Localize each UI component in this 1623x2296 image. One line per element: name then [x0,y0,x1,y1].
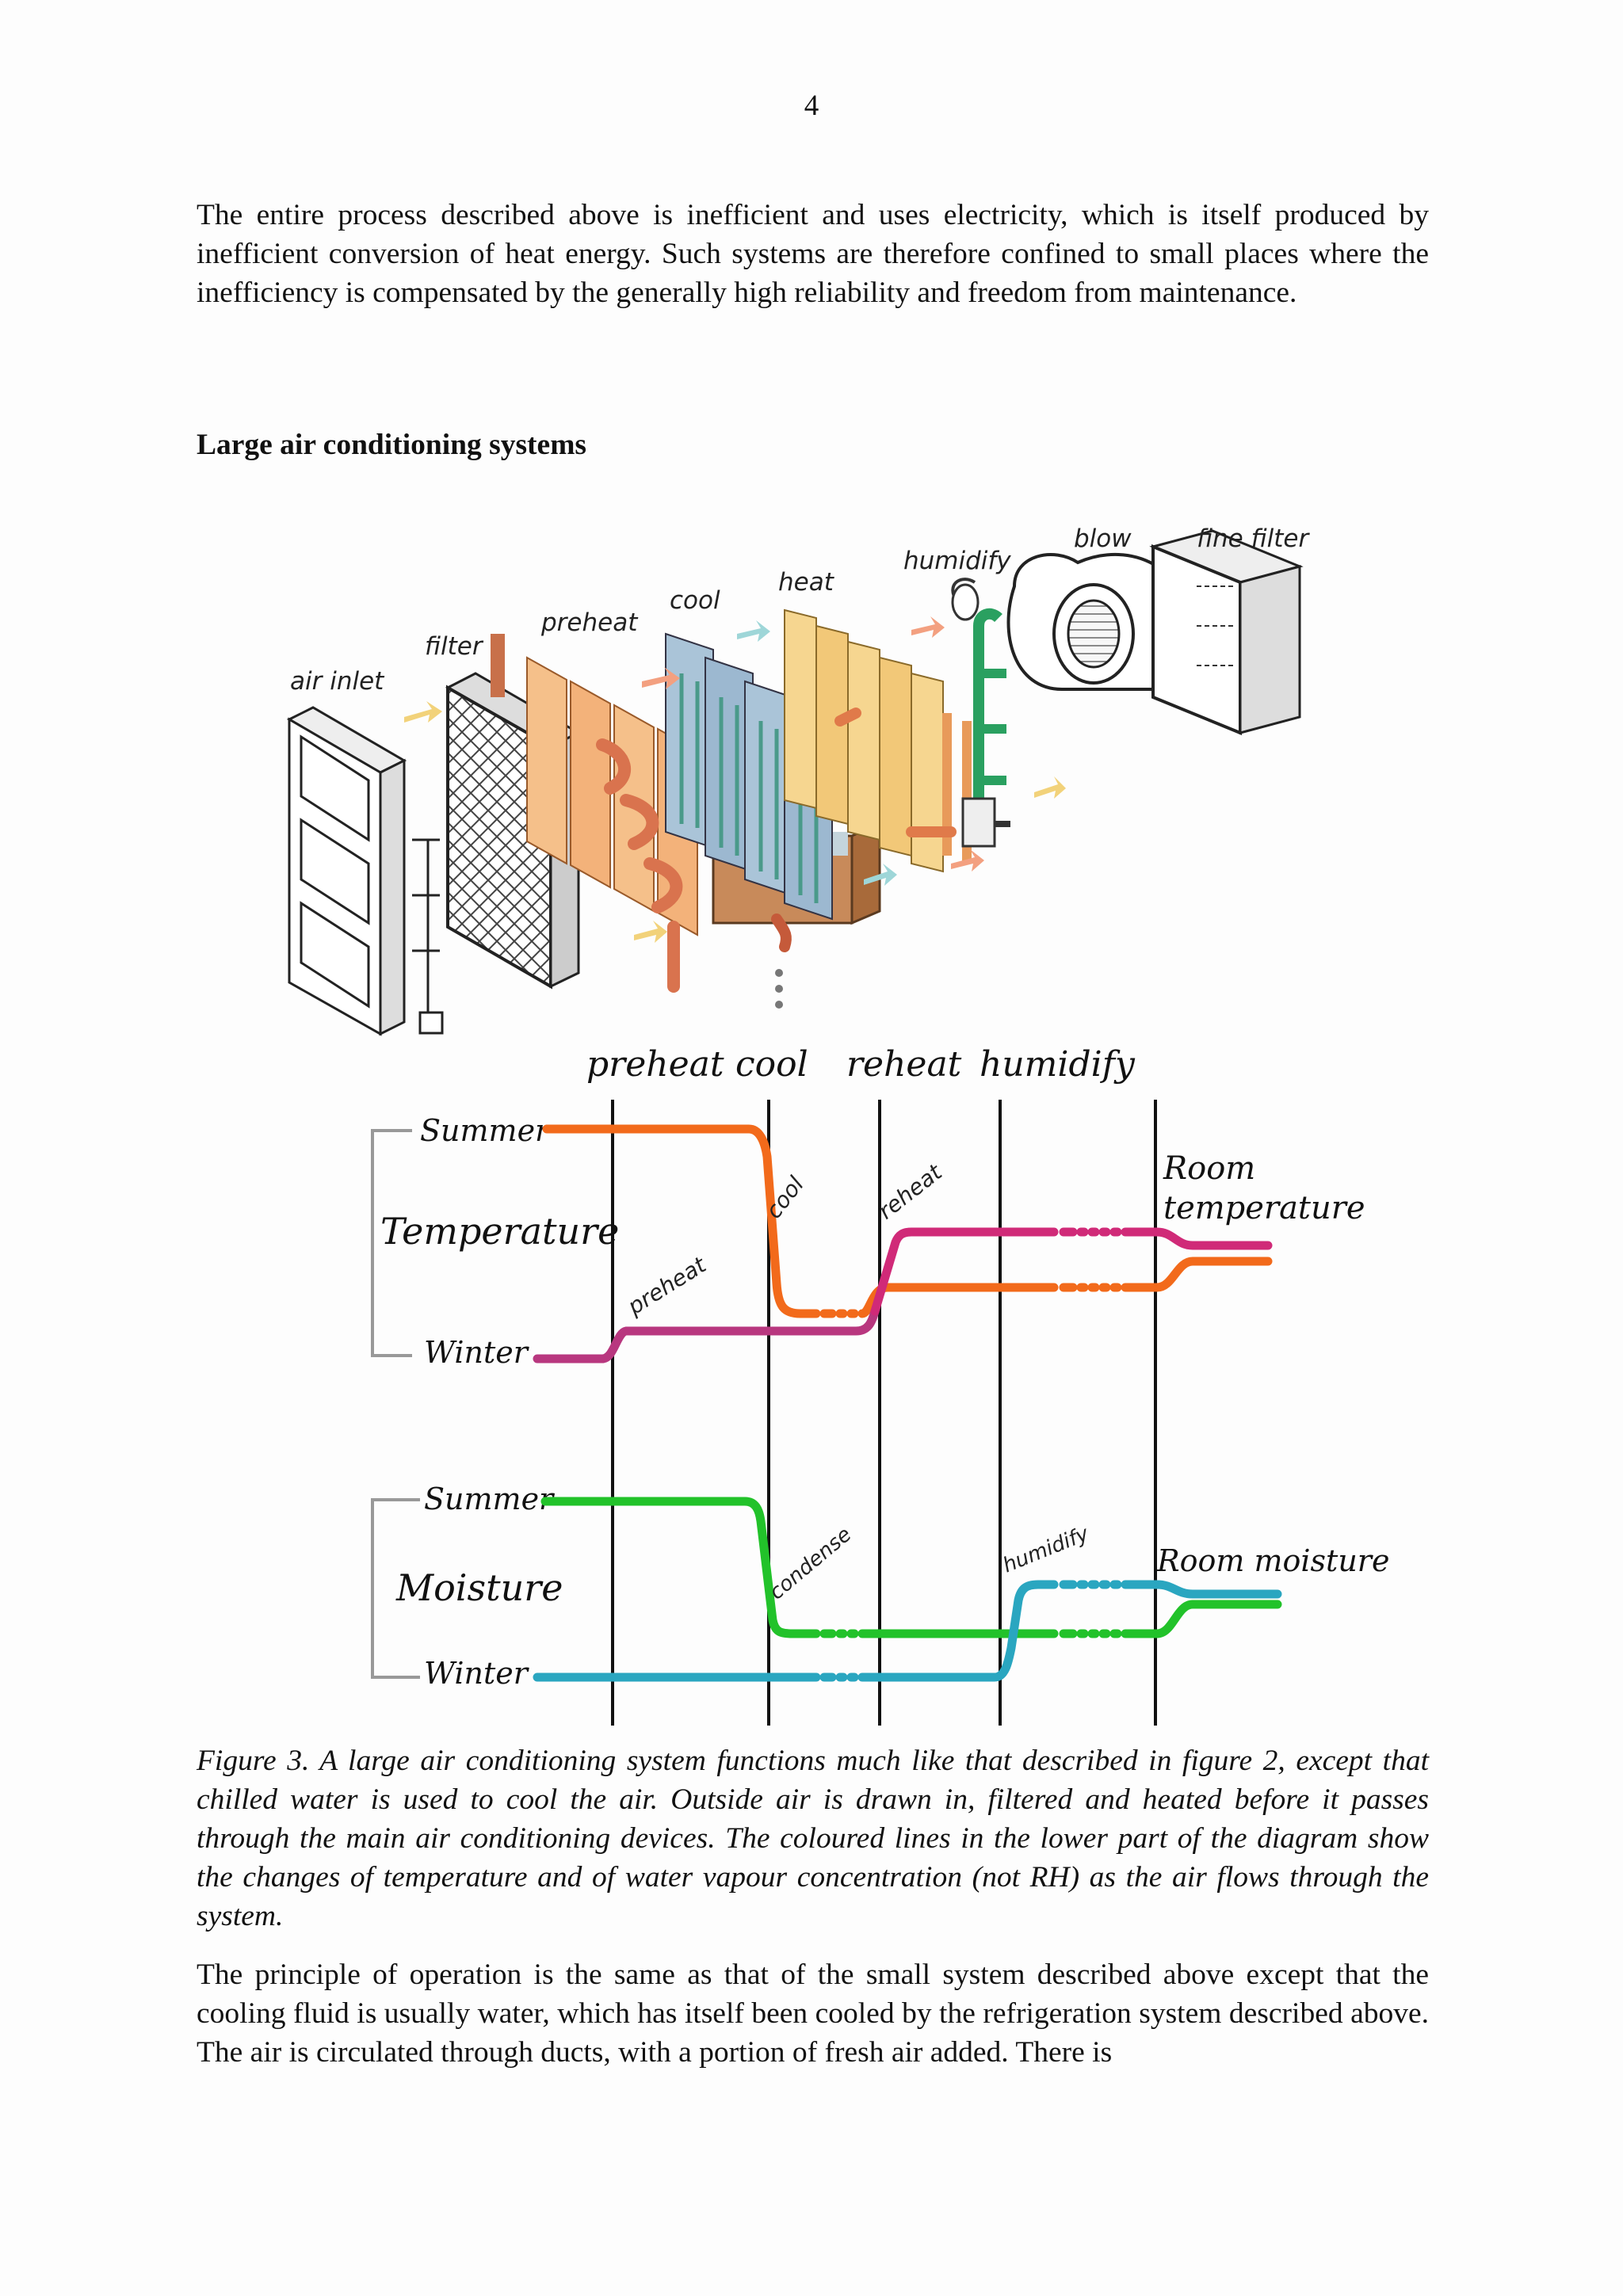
temp-summer-after-reheat [857,1283,1059,1318]
body-paragraph: The entire process described above is in… [197,199,1429,309]
stage-label-reheat: reheat [846,1044,962,1085]
label-heat: heat [778,568,835,597]
section-heading: Large air conditioning systems [197,429,587,461]
moisture-group-label: Moisture [395,1566,563,1609]
stage-label-cool: cool [735,1044,808,1085]
figure-caption: Figure 3. A large air conditioning syste… [197,1745,1429,1932]
label-air-inlet: air inlet [290,667,385,696]
air-inlet-louvres [286,706,444,1036]
page-number: 4 [804,90,819,122]
change-label-condense: condense [765,1523,856,1604]
temp-winter-label: Winter [424,1335,530,1370]
body-paragraph: The principle of operation is the same a… [197,1958,1429,2069]
moisture-bracket [371,1498,420,1679]
label-humidify: humidify [903,547,1011,575]
room-temp-label-line1: Room [1163,1150,1255,1187]
heating-coil [784,608,972,873]
reheat-line [870,1227,1059,1316]
moist-summer-to-room [1121,1600,1282,1638]
fine-filter [1149,529,1304,735]
change-label-preheat: preheat [622,1251,711,1320]
moist-summer-line [540,1497,821,1638]
reheat-to-room [1121,1227,1273,1250]
room-moisture-label: Room moisture [1156,1543,1389,1578]
temp-winter-line [533,1306,880,1363]
change-label-humidify: humidify [999,1522,1092,1578]
temp-summer-line [542,1124,821,1318]
label-preheat: preheat [540,608,639,637]
temp-summer-to-room [1121,1257,1273,1292]
stage-label-humidify: humidify [980,1044,1136,1085]
blower-fan [951,553,1190,691]
change-label-reheat: reheat [873,1158,947,1224]
humidify-to-room [1121,1580,1282,1599]
label-blow: blow [1074,524,1132,553]
temperature-bracket [371,1129,412,1357]
moist-summer-label: Summer [424,1482,556,1516]
temperature-group-label: Temperature [380,1210,619,1253]
label-cool: cool [670,586,720,615]
airflow-arrows [404,616,1066,943]
humidifier-pipe [961,608,1010,848]
process-diagram: preheat cool reheat humidify Summer Temp… [371,1044,1389,1726]
stage-label-preheat: preheat [586,1044,724,1085]
room-temp-label-line2: temperature [1163,1190,1365,1226]
moist-winter-label: Winter [424,1656,530,1691]
label-fine-filter: fine filter [1197,524,1310,553]
humidify-line [857,1580,1059,1682]
equipment-illustration: air inlet filter preheat cool heat humid… [286,524,1310,1036]
temp-summer-label: Summer [420,1113,552,1148]
label-filter: filter [425,632,484,661]
